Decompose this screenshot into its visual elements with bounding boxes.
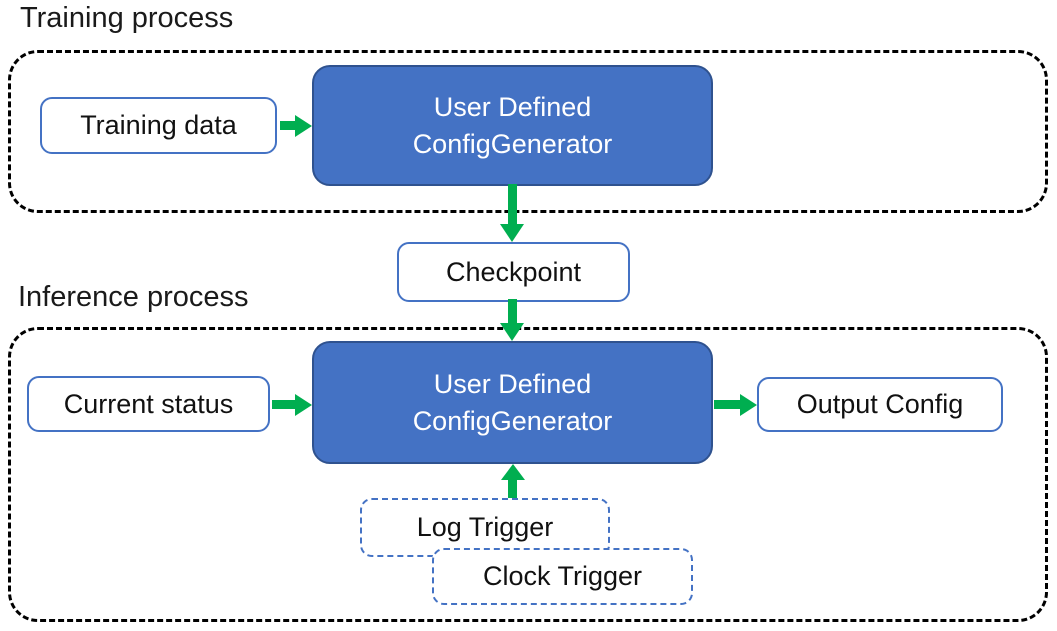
- training-process-label: Training process: [20, 2, 234, 34]
- arrow-head-right-icon: [295, 115, 312, 137]
- log-trigger-box: Log Trigger: [360, 498, 610, 557]
- training-data-box: Training data: [40, 97, 277, 154]
- arrow-shaft: [508, 478, 517, 498]
- arrow-head-down-icon: [500, 224, 524, 242]
- arrow-head-right-icon: [295, 394, 312, 416]
- training-process-container: [8, 50, 1048, 213]
- inference-process-label: Inference process: [18, 281, 249, 313]
- arrow-shaft: [508, 299, 517, 324]
- config-generator-training-line2: ConfigGenerator: [412, 128, 613, 159]
- config-generator-inference-line1: User Defined: [433, 369, 592, 400]
- config-generator-inference-node: User Defined ConfigGenerator: [312, 341, 713, 464]
- arrow-head-up-icon: [501, 464, 525, 480]
- arrow-shaft: [714, 400, 741, 409]
- checkpoint-box: Checkpoint: [397, 242, 630, 302]
- current-status-box: Current status: [27, 376, 270, 432]
- arrow-head-down-icon: [500, 323, 524, 341]
- arrow-shaft: [272, 400, 296, 409]
- arrow-shaft: [508, 184, 517, 226]
- config-generator-inference-line2: ConfigGenerator: [412, 405, 613, 436]
- output-config-box: Output Config: [757, 377, 1003, 432]
- arrow-head-right-icon: [740, 394, 757, 416]
- arrow-shaft: [280, 121, 296, 130]
- clock-trigger-box: Clock Trigger: [432, 548, 693, 605]
- inference-process-container: [8, 327, 1048, 622]
- config-generator-training-node: User Defined ConfigGenerator: [312, 65, 713, 186]
- config-generator-training-line1: User Defined: [433, 92, 592, 123]
